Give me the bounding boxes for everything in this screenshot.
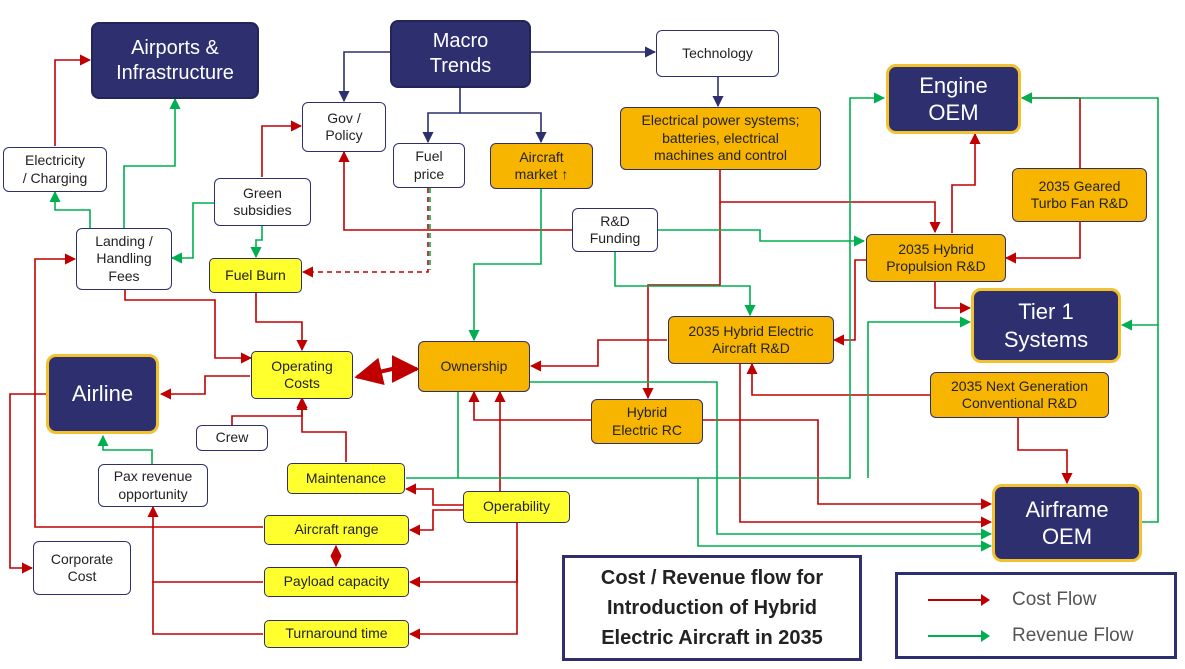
edge-opcosts-airline [159,375,250,400]
legend-revenue-row: Revenue Flow [928,625,1133,647]
edge-electrical-hybridprop [719,170,941,234]
edge-operability-turnaround [408,560,518,640]
node-geared-turbo-fan-rd[interactable]: 2035 Geared Turbo Fan R&D [1012,168,1147,222]
node-aircraft-range[interactable]: Aircraft range [264,515,409,545]
edge-landing-opcosts [124,290,253,364]
edge-hybridprop-hybridac [832,259,866,346]
edge-gtf-engine [1020,92,1081,168]
edge-macro-gov [338,51,390,103]
node-airline[interactable]: Airline [46,354,159,434]
edge-crew-opcosts [231,396,308,425]
edge-maint-tier1 [867,316,972,478]
edge-fuelprice-fuelburn [301,188,429,278]
edge-rd-hybridac [614,252,756,317]
legend-cost-row: Cost Flow [928,589,1096,611]
node-hybrid-electric-rc[interactable]: Hybrid Electric RC [591,399,703,444]
node-fuel-price[interactable]: Fuel price [393,143,465,188]
node-electrical-power-systems[interactable]: Electrical power systems; batteries, ele… [620,107,821,170]
node-turnaround-time[interactable]: Turnaround time [264,620,409,648]
node-fuel-burn[interactable]: Fuel Burn [209,258,302,293]
edge-hybridac-ownership [529,339,667,372]
edge-rc-ownership [468,390,591,421]
legend-cost-label: Cost Flow [1012,589,1097,610]
edge-landing-electricity [49,190,91,228]
node-electricity-charging[interactable]: Electricity / Charging [3,147,107,192]
node-macro-trends[interactable]: Macro Trends [390,20,531,88]
edge-electricity-airports [54,54,92,146]
revenue-flow-arrow-icon [928,630,990,642]
edge-nextgen-airframe [1017,418,1073,485]
node-green-subsidies[interactable]: Green subsidies [214,178,311,226]
edge-payload-pax [147,505,263,583]
edge-hybridprop-tier1 [934,282,972,314]
edge-landing-airports [123,97,181,228]
node-operability[interactable]: Operability [463,491,570,523]
edge-operability-ownership-b [472,392,515,491]
edge-hybridprop-engine [951,132,981,233]
edge-operability-range [408,509,463,536]
node-crew[interactable]: Crew [196,425,268,451]
node-ownership[interactable]: Ownership [418,341,530,392]
node-technology[interactable]: Technology [656,30,779,77]
node-gov-policy[interactable]: Gov / Policy [302,102,386,152]
edge-turnaround-pax [152,582,263,635]
edge-range-landing [34,253,263,528]
node-airframe-oem[interactable]: Airframe OEM [992,484,1142,562]
node-aircraft-market[interactable]: Aircraft market ↑ [490,143,593,189]
edge-maint-engine [406,92,886,479]
edge-maint-airframe [697,478,993,552]
node-hybrid-propulsion-rd[interactable]: 2035 Hybrid Propulsion R&D [866,234,1006,282]
edge-opcosts-ownership [354,355,420,386]
edge-green-landing [170,202,214,264]
edge-rd-hybridprop [658,229,866,247]
edge-airframe-tier1 [1120,319,1159,523]
edge-pax-airline [97,434,153,464]
node-pax-revenue-opportunity[interactable]: Pax revenue opportunity [98,464,208,507]
edge-macro-market [460,112,547,144]
node-next-generation-conventional-rd[interactable]: 2035 Next Generation Conventional R&D [930,372,1109,418]
edge-hybridac-airframe [739,364,993,528]
cost-flow-arrow-icon [928,594,990,606]
edge-rd-gov [338,150,572,231]
edge-operability-payload [408,523,518,588]
edge-airline-corporate [9,393,46,574]
node-engine-oem[interactable]: Engine OEM [886,64,1021,134]
edge-gtf-hybridprop [1004,222,1081,264]
node-rd-funding[interactable]: R&D Funding [572,208,658,252]
edge-maint-opcosts [296,398,347,462]
edge-green-gov [261,120,303,177]
edge-ownership-airframe [530,381,993,540]
node-airports-infrastructure[interactable]: Airports & Infrastructure [91,22,259,99]
edge-green-fuelburn [250,226,263,259]
node-maintenance[interactable]: Maintenance [287,463,405,494]
edge-fuelburn-opcosts [255,293,308,352]
edge-airframe-engine [1020,92,1159,325]
edge-electrical-rc [642,202,721,400]
node-landing-handling-fees[interactable]: Landing / Handling Fees [76,228,172,290]
node-hybrid-electric-aircraft-rd[interactable]: 2035 Hybrid Electric Aircraft R&D [668,316,834,364]
legend-revenue-label: Revenue Flow [1012,625,1134,646]
node-payload-capacity[interactable]: Payload capacity [264,567,409,597]
edge-market-ownership [468,189,542,342]
edge-rc-airframe [703,419,993,510]
node-corporate-cost[interactable]: Corporate Cost [33,541,131,595]
legend: Cost Flow Revenue Flow [895,572,1177,659]
edge-operability-maint [404,483,463,506]
node-tier1-systems[interactable]: Tier 1 Systems [971,288,1121,363]
edge-nextgen-hybridac [746,362,930,396]
diagram-title: Cost / Revenue flow for Introduction of … [562,555,862,661]
edge-macro-fuel [422,88,461,144]
edge-market-ownership [474,189,541,320]
node-operating-costs[interactable]: Operating Costs [251,351,353,399]
